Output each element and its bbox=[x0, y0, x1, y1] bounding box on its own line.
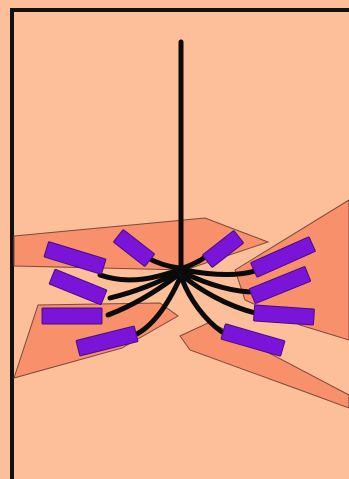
organism-hub bbox=[176, 265, 186, 275]
tentacle-3 bbox=[42, 308, 102, 324]
